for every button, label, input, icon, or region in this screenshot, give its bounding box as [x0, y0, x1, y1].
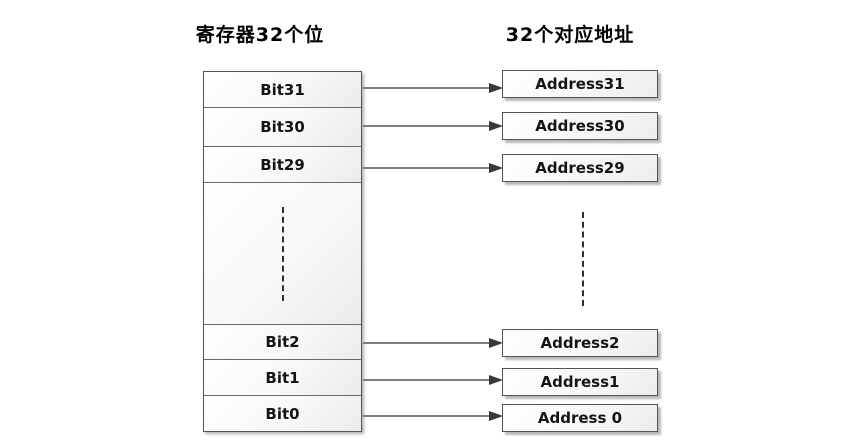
- register-column: Bit31 Bit30 Bit29 Bit2 Bit1 Bit0: [203, 71, 362, 432]
- address-label: Address2: [540, 334, 620, 352]
- arrow-bit0-to-address0: [363, 410, 503, 422]
- address-box-29: Address29: [502, 154, 658, 182]
- arrow-head-icon: [489, 163, 503, 173]
- arrow-bit2-to-address2: [363, 337, 503, 349]
- arrow-head-icon: [489, 411, 503, 421]
- bit-label: Bit29: [260, 155, 305, 174]
- bit-label: Bit1: [265, 368, 300, 387]
- arrow-head-icon: [489, 375, 503, 385]
- address-box-0: Address 0: [502, 404, 658, 432]
- address-label: Address30: [535, 117, 625, 135]
- arrow-head-icon: [489, 83, 503, 93]
- address-ellipsis-dashed-line: [582, 212, 584, 306]
- address-box-2: Address2: [502, 329, 658, 357]
- bit-label: Bit0: [265, 404, 300, 423]
- arrow-shaft: [363, 167, 491, 169]
- address-box-31: Address31: [502, 70, 658, 98]
- bit-label: Bit30: [260, 118, 305, 136]
- register-cell-bit2: Bit2: [204, 325, 361, 360]
- arrow-shaft: [363, 125, 491, 127]
- arrow-bit30-to-address30: [363, 120, 503, 132]
- register-cell-bit30: Bit30: [204, 108, 361, 147]
- register-ellipsis-dashed-line: [281, 206, 284, 301]
- bit-label: Bit2: [265, 333, 300, 351]
- register-cell-ellipsis: [204, 183, 361, 325]
- arrow-bit29-to-address29: [363, 162, 503, 174]
- register-cell-bit31: Bit31: [204, 72, 361, 108]
- address-column-title: 32个对应地址: [505, 24, 635, 46]
- register-cell-bit1: Bit1: [204, 360, 361, 396]
- arrow-bit1-to-address1: [363, 374, 503, 386]
- address-box-1: Address1: [502, 368, 658, 396]
- arrow-bit31-to-address31: [363, 82, 503, 94]
- address-label: Address1: [540, 373, 620, 391]
- register-column-title: 寄存器32个位: [195, 24, 325, 46]
- arrow-shaft: [363, 415, 491, 417]
- address-label: Address29: [535, 159, 625, 177]
- address-label: Address31: [535, 75, 625, 93]
- arrow-head-icon: [489, 338, 503, 348]
- register-cell-bit29: Bit29: [204, 147, 361, 183]
- address-box-30: Address30: [502, 112, 658, 140]
- address-label: Address 0: [537, 409, 623, 427]
- register-cell-bit0: Bit0: [204, 396, 361, 431]
- arrow-shaft: [363, 342, 491, 344]
- arrow-head-icon: [489, 121, 503, 131]
- bit-label: Bit31: [260, 80, 305, 99]
- arrow-shaft: [363, 379, 491, 381]
- arrow-shaft: [363, 87, 491, 89]
